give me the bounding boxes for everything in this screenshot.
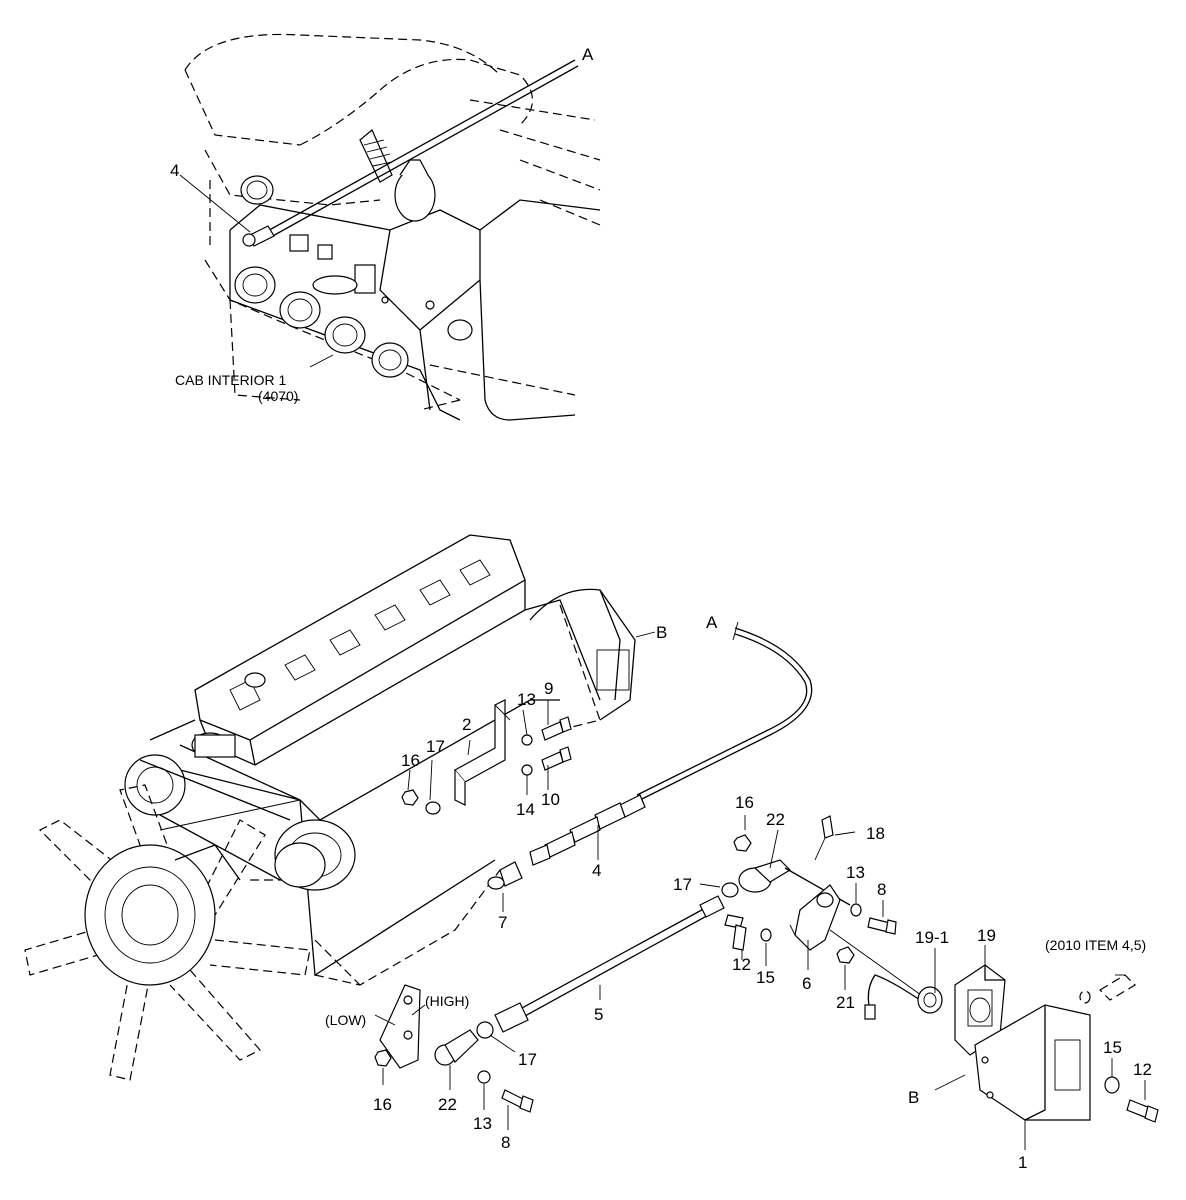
- callout-cab-interior-code: (4070): [258, 388, 298, 404]
- callout-part-10: 10: [541, 790, 560, 809]
- callout-part-13-upper: 13: [517, 690, 536, 709]
- callout-part-16-lower: 16: [373, 1095, 392, 1114]
- bracket-2: [454, 699, 511, 806]
- callout-cab-interior: CAB INTERIOR 1: [175, 372, 286, 388]
- callout-low: (LOW): [325, 1012, 366, 1028]
- callout-inset-a: A: [582, 45, 594, 64]
- callout-note-2010: (2010 ITEM 4,5): [1045, 937, 1146, 953]
- callout-part-15-right: 15: [1103, 1038, 1122, 1057]
- callout-part-17-upper: 17: [426, 737, 445, 756]
- callout-part-13-mid: 13: [846, 863, 865, 882]
- callout-part-22-lower: 22: [438, 1095, 457, 1114]
- callout-part-16-upper-left: 16: [401, 751, 420, 770]
- callout-part-4: 4: [592, 861, 601, 880]
- callout-part-5: 5: [594, 1005, 603, 1024]
- callout-inset-4: 4: [170, 161, 179, 180]
- callout-part-7: 7: [498, 913, 507, 932]
- throttle-rod-5: [494, 895, 725, 1033]
- callout-part-19-1: 19-1: [915, 928, 949, 947]
- throttle-cable-assembly: [374, 621, 1159, 1150]
- callout-part-2: 2: [462, 715, 471, 734]
- callout-part-12-right: 12: [1133, 1060, 1152, 1079]
- cable-end-fitting: [529, 794, 646, 866]
- callout-part-12-left: 12: [732, 955, 751, 974]
- callout-part-17-mid: 17: [673, 875, 692, 894]
- callout-part-6: 6: [802, 974, 811, 993]
- callout-main-b-plate: B: [908, 1088, 919, 1107]
- callout-main-a: A: [706, 613, 718, 632]
- callout-main-b-engine: B: [656, 623, 667, 642]
- callout-part-13-lower: 13: [473, 1114, 492, 1133]
- gauge-cluster: [234, 266, 409, 378]
- callout-part-18: 18: [866, 824, 885, 843]
- callout-part-16-mid: 16: [735, 793, 754, 812]
- callout-high: (HIGH): [425, 993, 469, 1009]
- engine-block: [24, 534, 636, 1081]
- callout-part-1: 1: [1018, 1153, 1027, 1172]
- callout-part-14: 14: [516, 800, 535, 819]
- callout-part-8-upper: 8: [877, 880, 886, 899]
- callout-part-15-left: 15: [756, 968, 775, 987]
- callout-part-22-upper: 22: [766, 810, 785, 829]
- callout-part-21: 21: [836, 993, 855, 1012]
- cab-interior-inset: [179, 33, 601, 421]
- callout-part-9: 9: [544, 679, 553, 698]
- callout-labels: A B 2 17 16 13 9 14 10 4 7 16 22 18 13 8…: [325, 613, 1152, 1172]
- throttle-lever-6: [789, 884, 841, 951]
- callout-part-17-lower: 17: [518, 1050, 537, 1069]
- callout-part-8-lower: 8: [501, 1133, 510, 1152]
- bracket-1: [974, 1004, 1091, 1121]
- callout-part-19: 19: [977, 926, 996, 945]
- cooling-fan: [24, 784, 311, 1081]
